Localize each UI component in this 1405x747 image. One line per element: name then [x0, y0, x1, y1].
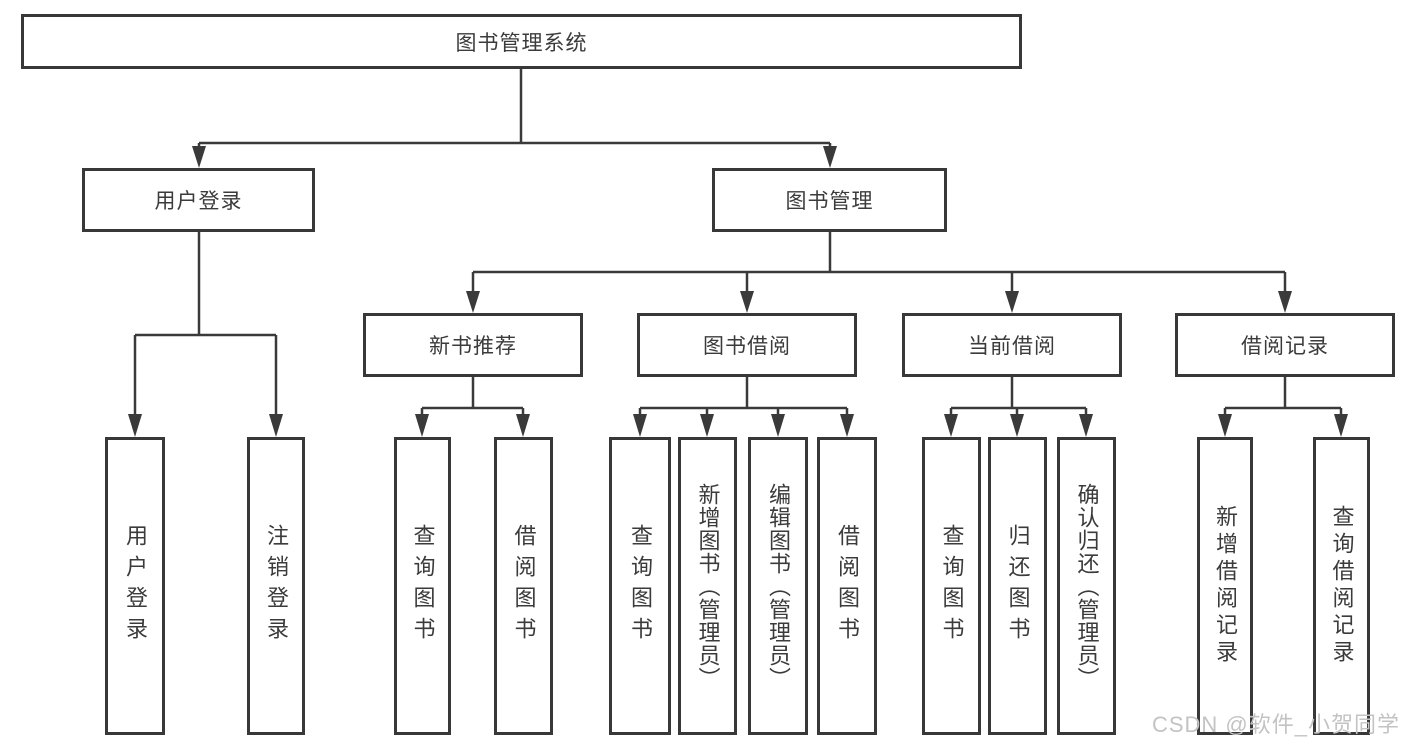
arrowhead [1079, 414, 1093, 437]
node-label: 借阅图书 [511, 524, 537, 648]
node-label: 图书借阅 [703, 335, 791, 358]
leaf-current-return: 归还图书 [988, 437, 1047, 735]
node-label: 查询图书 [628, 524, 653, 648]
node-borrowing-records: 借阅记录 [1175, 313, 1395, 377]
leaf-logout: 注销登录 [247, 437, 305, 735]
connector-book-management [466, 232, 1292, 313]
arrowhead [944, 414, 958, 437]
leaf-borrowing-borrow: 借阅图书 [817, 437, 877, 735]
node-label: 查询图书 [939, 524, 965, 648]
node-label: 用户登录 [154, 190, 243, 213]
leaf-borrowing-add-admin: 新增图书（管理员） [678, 437, 737, 735]
node-label: 注销登录 [264, 524, 289, 648]
leaf-borrowing-edit-admin: 编辑图书（管理员） [748, 437, 808, 735]
node-label: 图书管理 [785, 190, 874, 213]
arrowhead [192, 146, 206, 168]
arrowhead [128, 414, 142, 437]
node-label: 用户登录 [123, 524, 148, 648]
connector-current-borrowing [944, 377, 1093, 437]
arrowhead [1334, 414, 1348, 437]
connector-root [192, 69, 837, 168]
leaf-user-login: 用户登录 [105, 437, 165, 735]
node-label: 新书推荐 [429, 335, 517, 358]
arrowhead [415, 414, 429, 437]
node-label: 借阅记录 [1241, 335, 1329, 358]
node-label: 查询图书 [410, 524, 436, 648]
arrowhead [771, 414, 785, 437]
node-label: 图书管理系统 [455, 31, 588, 55]
leaf-borrowing-query: 查询图书 [609, 437, 671, 735]
node-label: 查询借阅记录 [1329, 505, 1355, 667]
arrowhead [633, 414, 647, 437]
connector-user-login [128, 232, 283, 437]
connector-book-borrowing [633, 377, 854, 437]
leaf-newbooks-borrow: 借阅图书 [494, 437, 553, 735]
arrowhead [1278, 291, 1292, 313]
node-label: 确认归还（管理员） [1074, 482, 1100, 690]
node-label: 新增图书（管理员） [695, 482, 721, 690]
arrowhead [700, 414, 714, 437]
leaf-records-add: 新增借阅记录 [1197, 437, 1253, 735]
node-user-login: 用户登录 [82, 168, 315, 232]
node-current-borrowing: 当前借阅 [902, 313, 1122, 377]
node-label: 归还图书 [1005, 524, 1031, 648]
arrowhead [1010, 414, 1024, 437]
leaf-current-query: 查询图书 [922, 437, 981, 735]
connector-borrowing-records [1218, 377, 1348, 437]
arrowhead [516, 414, 530, 437]
arrowhead [823, 146, 837, 168]
node-label: 当前借阅 [968, 335, 1056, 358]
leaf-current-confirm-return-admin: 确认归还（管理员） [1057, 437, 1116, 735]
node-label: 新增借阅记录 [1213, 505, 1238, 667]
node-book-management: 图书管理 [712, 168, 947, 232]
csdn-watermark: CSDN @软件_小贺同学 [1151, 712, 1400, 737]
arrowhead [466, 291, 480, 313]
arrowhead [269, 414, 283, 437]
node-label: 编辑图书（管理员） [766, 482, 791, 690]
node-book-borrowing: 图书借阅 [637, 313, 857, 377]
arrowhead [1218, 414, 1232, 437]
connector-new-books [415, 377, 530, 437]
node-label: 借阅图书 [835, 524, 860, 648]
arrowhead [1005, 291, 1019, 313]
arrowhead [840, 414, 854, 437]
arrowhead [740, 291, 754, 313]
leaf-newbooks-query: 查询图书 [394, 437, 451, 735]
leaf-records-query: 查询借阅记录 [1313, 437, 1370, 735]
node-new-book-recommend: 新书推荐 [363, 313, 583, 377]
node-root-system: 图书管理系统 [21, 14, 1022, 69]
